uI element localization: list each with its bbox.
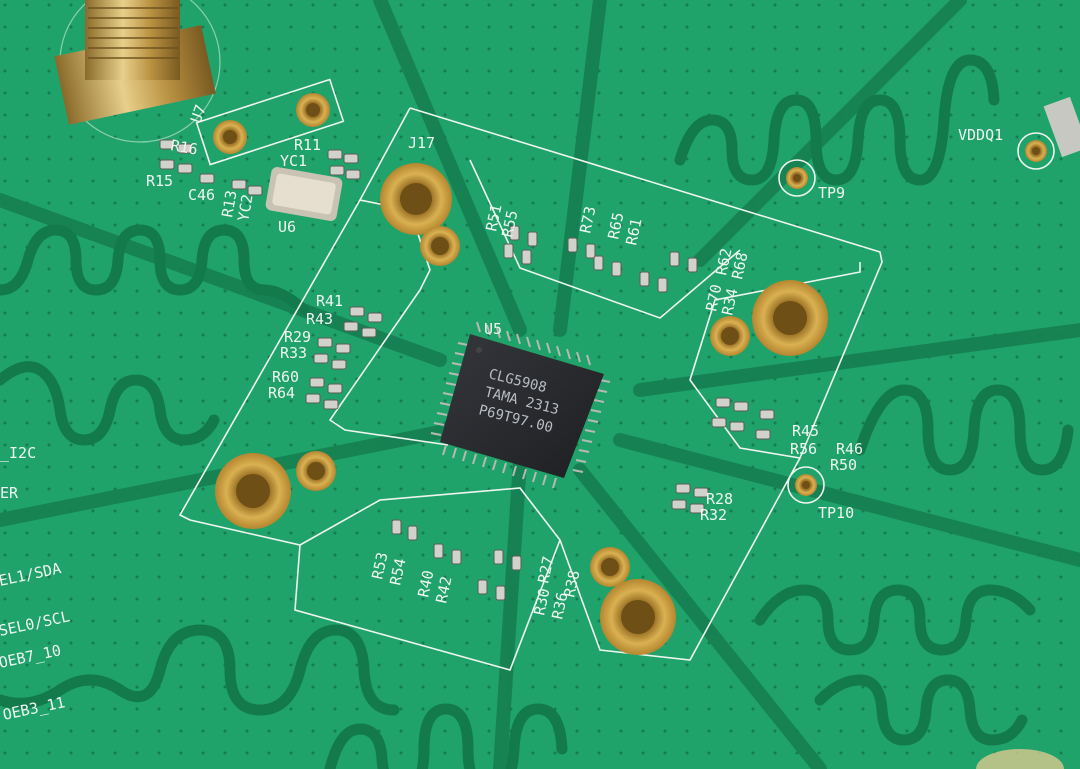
qfp-chip: CLG5908 TAMA 2313 P69T97.00: [430, 321, 611, 489]
label-r38: R38: [560, 569, 583, 599]
label-r55: R55: [498, 209, 521, 239]
label-er: ER: [0, 484, 19, 502]
label-r33: R33: [280, 344, 307, 362]
label-r34: R34: [718, 287, 741, 317]
label-r56: R56: [790, 440, 817, 458]
u7-outline: [195, 78, 345, 166]
label-r29: R29: [284, 328, 311, 346]
test-points: [778, 132, 1055, 504]
label-r11: R11: [294, 136, 321, 154]
label-r43: R43: [306, 310, 333, 328]
label-yc1: YC1: [280, 152, 307, 170]
sma-connector: [54, 0, 221, 143]
label-r73: R73: [576, 205, 599, 235]
smd-resistors: [159, 139, 775, 601]
label-r40: R40: [414, 569, 437, 599]
label-r65: R65: [604, 211, 627, 241]
label-tp9: TP9: [818, 184, 845, 202]
label-j17: J17: [408, 134, 435, 152]
label-yc2: YC2: [234, 193, 256, 223]
mounting-holes: [213, 93, 828, 655]
label-r30: R30: [530, 587, 553, 617]
label-r15: R15: [146, 172, 173, 190]
label-r27: R27: [534, 555, 557, 585]
label-u6: U6: [278, 218, 296, 236]
label-c46: C46: [188, 186, 215, 204]
label-r13: R13: [218, 189, 240, 219]
label-vddq1: VDDQ1: [958, 126, 1003, 144]
label-r42: R42: [432, 575, 455, 605]
label-r62: R62: [712, 247, 735, 277]
label-r45: R45: [792, 422, 819, 440]
label-r54: R54: [386, 557, 409, 587]
label-r36: R36: [548, 591, 571, 621]
meander-traces: [0, 54, 1074, 769]
label-r41: R41: [316, 292, 343, 310]
chip-body: [440, 334, 604, 478]
label-r28: R28: [706, 490, 733, 508]
label-r60: R60: [272, 368, 299, 386]
label-r50: R50: [830, 456, 857, 474]
label-r53: R53: [368, 551, 391, 581]
label-r32: R32: [700, 506, 727, 524]
edge-components: [976, 96, 1080, 769]
label-r16: R16: [169, 136, 199, 158]
label-r61: R61: [622, 217, 645, 247]
label-i2c: _I2C: [0, 444, 36, 462]
label-r64: R64: [268, 384, 295, 402]
crystal-oscillator: [265, 167, 343, 221]
label-tp10: TP10: [818, 504, 854, 522]
label-r51: R51: [482, 203, 505, 233]
label-r68: R68: [728, 251, 751, 281]
label-r46: R46: [836, 440, 863, 458]
label-u7: U7: [187, 102, 210, 125]
label-r70: R70: [702, 283, 725, 313]
label-u5: U5: [484, 320, 502, 338]
chip-pins: [430, 321, 611, 489]
shield-outline: [178, 107, 883, 671]
